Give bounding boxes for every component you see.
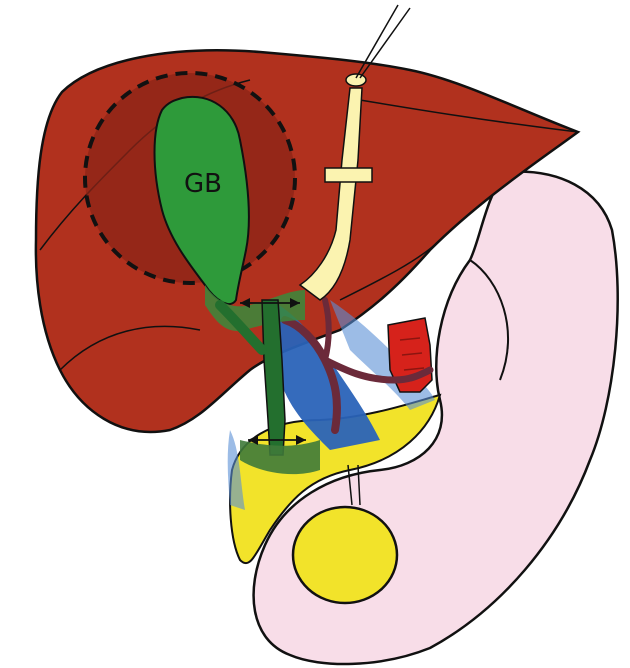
gallbladder-label: GB	[184, 169, 222, 199]
bile-duct-green-area	[240, 440, 320, 475]
portal-vein	[268, 300, 380, 450]
hepatic-artery-branch	[322, 297, 332, 363]
hepatic-artery-left	[321, 356, 434, 384]
pancreatic-head	[291, 505, 399, 605]
liver-caudate-edge	[339, 239, 441, 301]
pancreatic-duct-lines	[347, 464, 361, 506]
cannula-wires	[355, 4, 411, 79]
cystic-duct	[215, 300, 267, 355]
vena-cava-lines	[399, 337, 425, 371]
cannula-crossbar	[324, 167, 373, 183]
resection-margin-dashed	[83, 71, 297, 285]
duodenum-inner-curve	[469, 259, 509, 381]
cannula-tube	[298, 87, 363, 301]
arrow-lower	[248, 435, 306, 445]
cannula-cap	[345, 73, 367, 87]
liver-right-fissure	[359, 99, 579, 133]
portal-vein-lower	[227, 430, 245, 510]
liver-lower-fissure	[59, 325, 201, 371]
arrow-upper	[240, 298, 300, 308]
